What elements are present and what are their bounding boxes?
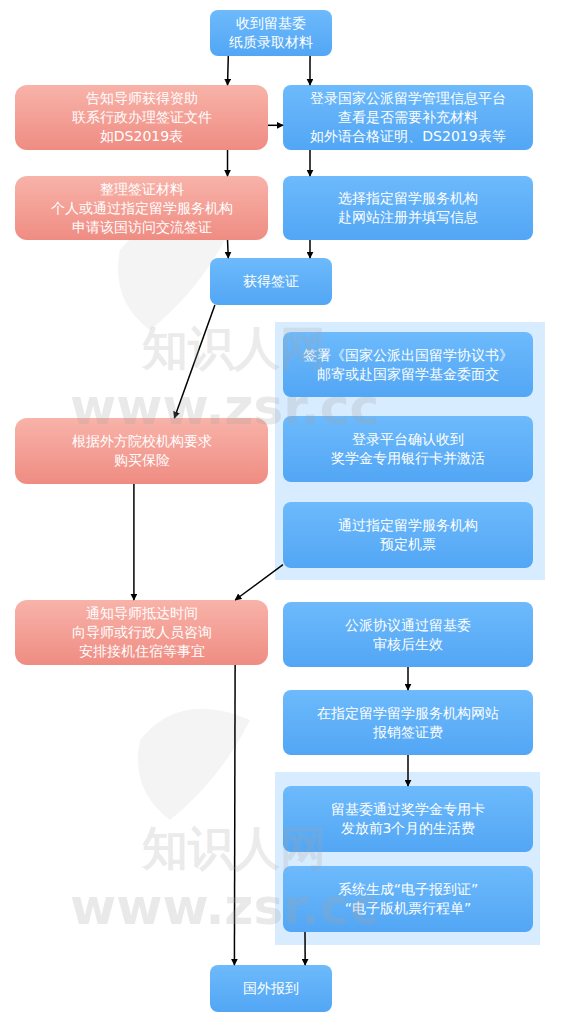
- node-text: 收到留基委 纸质录取材料: [215, 14, 327, 52]
- node-text: 选择指定留学服务机构 赴网站注册并填写信息: [301, 189, 515, 227]
- watermark-logo: [138, 709, 250, 820]
- flow-arrow: [309, 150, 311, 176]
- process-box: 公派协议通过留基委 审核后生效: [283, 602, 533, 667]
- flow-arrow: [235, 565, 283, 600]
- node-text: 系统生成“电子报到证” “电子版机票行程单”: [301, 880, 515, 918]
- process-box: 登录国家公派留学管理信息平台 查看是否需要补充材料 如外语合格证明、DS2019…: [283, 85, 533, 150]
- action-box: 整理签证材料 个人或通过指定留学服务机构 申请该国访问交流签证: [15, 176, 268, 240]
- node-text: 公派协议通过留基委 审核后生效: [322, 616, 494, 654]
- process-box: 收到留基委 纸质录取材料: [210, 10, 332, 56]
- node-text: 通过指定留学服务机构 预定机票: [322, 516, 494, 554]
- action-box: 通知导师抵达时间 向导师或行政人员咨询 安排接机住宿等事宜: [15, 600, 268, 665]
- flow-arrow: [309, 56, 311, 85]
- process-box: 获得签证: [210, 258, 332, 305]
- group-band: [275, 322, 545, 580]
- process-box: 在指定留学留学服务机构网站 报销签证费: [283, 690, 533, 755]
- process-box: 签署《国家公派出国留学协议书》 邮寄或赴国家留学基金委面交: [283, 332, 533, 397]
- group-band: [275, 772, 540, 945]
- process-box: 通过指定留学服务机构 预定机票: [283, 502, 533, 568]
- flow-arrow: [227, 56, 229, 85]
- node-text: 签署《国家公派出国留学协议书》 邮寄或赴国家留学基金委面交: [289, 346, 527, 384]
- node-text: 整理签证材料 个人或通过指定留学服务机构 申请该国访问交流签证: [35, 180, 249, 237]
- action-box: 告知导师获得资助 联系行政办理签证文件 如DS2019表: [15, 85, 268, 150]
- node-text: 根据外方院校机构要求 购买保险: [56, 432, 228, 470]
- node-text: 国外报到: [243, 979, 299, 998]
- flow-arrow: [227, 240, 229, 258]
- node-text: 留基委通过奖学金专用卡 发放前3个月的生活费: [301, 800, 515, 838]
- flow-arrow: [174, 305, 214, 418]
- flow-arrow: [407, 667, 409, 690]
- node-text: 获得签证: [243, 272, 299, 291]
- process-box: 留基委通过奖学金专用卡 发放前3个月的生活费: [283, 786, 533, 852]
- flow-arrow: [133, 484, 135, 600]
- process-box: 国外报到: [210, 965, 332, 1012]
- process-box: 选择指定留学服务机构 赴网站注册并填写信息: [283, 176, 533, 240]
- flow-arrow: [227, 150, 229, 176]
- node-text: 通知导师抵达时间 向导师或行政人员咨询 安排接机住宿等事宜: [56, 604, 228, 661]
- action-box: 根据外方院校机构要求 购买保险: [15, 418, 268, 484]
- node-text: 告知导师获得资助 联系行政办理签证文件 如DS2019表: [35, 89, 249, 146]
- flow-arrow: [304, 932, 306, 965]
- flow-arrow: [407, 755, 409, 786]
- node-text: 在指定留学留学服务机构网站 报销签证费: [301, 704, 515, 742]
- process-box: 系统生成“电子报到证” “电子版机票行程单”: [283, 866, 533, 932]
- flow-arrow: [268, 125, 283, 127]
- node-text: 登录平台确认收到 奖学金专用银行卡并激活: [301, 430, 515, 468]
- flow-arrow: [309, 240, 311, 258]
- node-text: 登录国家公派留学管理信息平台 查看是否需要补充材料 如外语合格证明、DS2019…: [301, 89, 515, 146]
- flow-arrow: [234, 665, 236, 965]
- process-box: 登录平台确认收到 奖学金专用银行卡并激活: [283, 416, 533, 482]
